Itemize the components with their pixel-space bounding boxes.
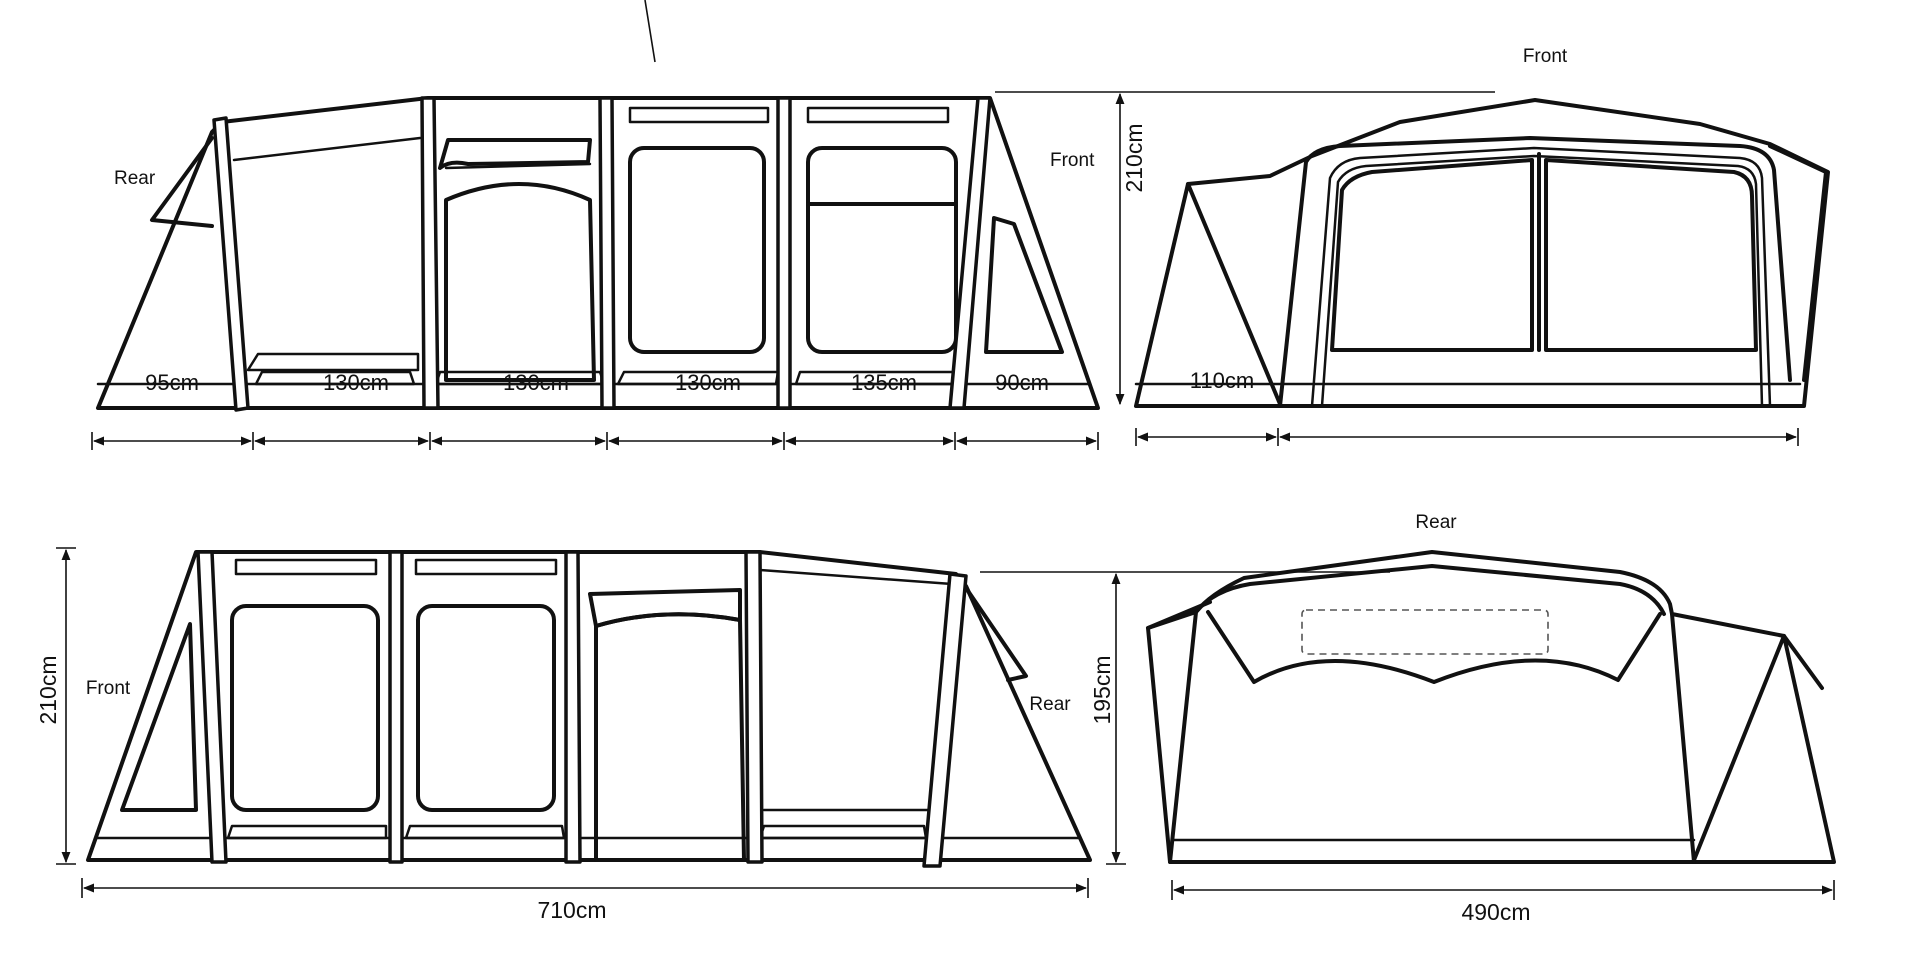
segment-label: 90cm	[995, 370, 1049, 395]
pole	[388, 550, 404, 864]
pole	[196, 550, 228, 864]
pole	[744, 550, 764, 864]
arch-door	[444, 182, 596, 382]
label-rear: Rear	[1415, 512, 1457, 533]
segment-label: 130cm	[323, 370, 389, 395]
width-dimension	[1171, 880, 1835, 900]
length-label: 710cm	[537, 897, 606, 923]
label-front: Front	[1050, 150, 1095, 171]
length-dimension	[81, 878, 1089, 898]
stray-mark	[644, 0, 656, 63]
front-window	[120, 622, 198, 812]
pole	[420, 96, 440, 410]
height-label: 210cm	[1121, 123, 1147, 192]
porch-depth-label: 110cm	[1190, 368, 1254, 393]
label-rear: Rear	[1029, 694, 1071, 715]
height-label: 210cm	[35, 655, 61, 724]
segment-dimension-arrows	[91, 432, 1099, 450]
window-bay1	[230, 604, 380, 812]
tent-outline	[1146, 550, 1836, 864]
porch-depth-arrows	[1135, 428, 1799, 446]
porch-pole	[1186, 182, 1282, 406]
top-side-view: Rear Front 95cm 130cm 130cm 130cm 135cm …	[91, 91, 1495, 450]
height-label: 195cm	[1089, 655, 1115, 724]
roof-line	[232, 136, 422, 162]
pole	[212, 116, 250, 412]
window-bay4	[806, 146, 958, 354]
window-left	[1330, 158, 1534, 352]
label-front: Front	[1523, 46, 1568, 67]
front-window	[984, 216, 1064, 354]
pole	[564, 550, 582, 864]
segment-label: 95cm	[145, 370, 199, 395]
pole	[776, 96, 792, 410]
bottom-end-view: Rear 195cm 490cm	[980, 512, 1836, 925]
canopy-window	[1301, 609, 1549, 655]
window-bay2	[416, 604, 556, 812]
window-bay3	[628, 146, 766, 354]
tent-outline	[1134, 98, 1830, 408]
segment-label: 135cm	[851, 370, 917, 395]
label-rear: Rear	[114, 168, 156, 189]
pole	[948, 96, 992, 410]
pole	[598, 96, 616, 410]
top-end-view: Front 110cm	[1134, 46, 1830, 446]
pole	[922, 572, 968, 868]
label-front: Front	[86, 678, 131, 699]
arch-door	[594, 612, 746, 862]
window-right	[1544, 158, 1758, 352]
rear-vent	[150, 136, 214, 228]
tent-outline	[96, 96, 1100, 410]
segment-label: 130cm	[675, 370, 741, 395]
bottom-side-view: Front Rear 210cm 710cm	[35, 547, 1092, 923]
segment-label: 130cm	[503, 370, 569, 395]
height-dimension	[56, 547, 76, 865]
width-label: 490cm	[1461, 899, 1530, 925]
